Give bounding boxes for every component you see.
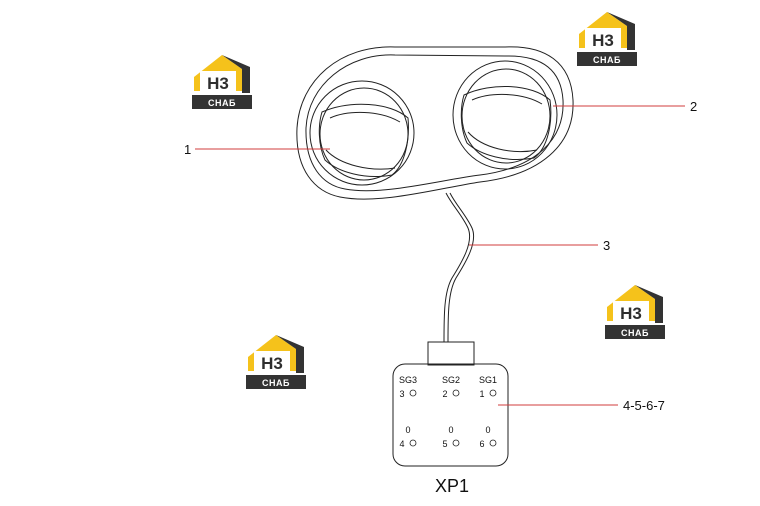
right-gauge-shade	[467, 131, 538, 153]
callout-4-5-6-7: 4-5-6-7	[623, 398, 665, 413]
logo-letters: H3	[592, 31, 614, 50]
connector-title: XP1	[435, 476, 469, 496]
logo-word-bar	[246, 375, 306, 389]
pin-socket	[489, 439, 497, 447]
wire-a	[443, 192, 470, 343]
logo-panel	[585, 28, 621, 50]
logo-roof-shade	[276, 335, 304, 373]
pins_bottom-pin-number: 5	[442, 439, 447, 449]
wiring-harness	[443, 192, 474, 343]
connector-body	[392, 363, 509, 467]
left-gauge-lens	[318, 103, 409, 178]
housing-inner	[305, 54, 564, 192]
right-gauge-highlight	[471, 93, 543, 105]
callout-3: 3	[603, 238, 610, 253]
wire-b	[447, 192, 474, 343]
pins_top-signal-label: SG2	[442, 375, 460, 385]
right-gauge-lens	[460, 86, 552, 161]
housing-outer	[296, 46, 574, 200]
pins_bottom-pin-number: 6	[479, 439, 484, 449]
pin-socket	[489, 389, 497, 397]
logo-panel	[200, 71, 236, 93]
pin-socket	[409, 439, 417, 447]
logo-roof-shade	[635, 285, 663, 323]
pin-socket	[409, 389, 417, 397]
pins_bottom-signal-label: 0	[405, 425, 410, 435]
pin-socket	[452, 389, 460, 397]
right-gauge-bezel	[452, 60, 558, 170]
callout-2: 2	[690, 99, 697, 114]
logo-word-bar	[605, 325, 665, 339]
connector-xp1	[392, 341, 509, 467]
left-gauge-highlight	[329, 111, 401, 123]
left-gauge-shade	[325, 149, 396, 170]
pins_top-pin-number: 1	[479, 389, 484, 399]
pins_bottom-signal-label: 0	[485, 425, 490, 435]
logo-word: СНАБ	[621, 328, 649, 338]
logo-word: СНАБ	[593, 55, 621, 65]
logo-panel	[254, 351, 290, 373]
pins_top-signal-label: SG3	[399, 375, 417, 385]
pins_top-pin-number: 2	[442, 389, 447, 399]
pins_bottom-signal-label: 0	[448, 425, 453, 435]
connector-latch	[427, 341, 475, 366]
logo-letters: H3	[261, 354, 283, 373]
pin-socket	[452, 439, 460, 447]
logo-letters: H3	[620, 304, 642, 323]
callout-1: 1	[184, 142, 191, 157]
pins_top-pin-number: 3	[399, 389, 404, 399]
logo-word: СНАБ	[208, 98, 236, 108]
logo-panel	[613, 301, 649, 323]
logo-roof-shade	[222, 55, 250, 93]
logo-word: СНАБ	[262, 378, 290, 388]
logo-word-bar	[192, 95, 252, 109]
left-gauge-bezel	[309, 80, 415, 186]
logo-word-bar	[577, 52, 637, 66]
logo-letters: H3	[207, 74, 229, 93]
leader-lines	[195, 105, 685, 406]
pins_bottom-pin-number: 4	[399, 439, 404, 449]
logo-roof-shade	[607, 12, 635, 50]
pins_top-signal-label: SG1	[479, 375, 497, 385]
right-gauge-ring	[461, 68, 551, 164]
gauge-housing	[296, 46, 574, 200]
